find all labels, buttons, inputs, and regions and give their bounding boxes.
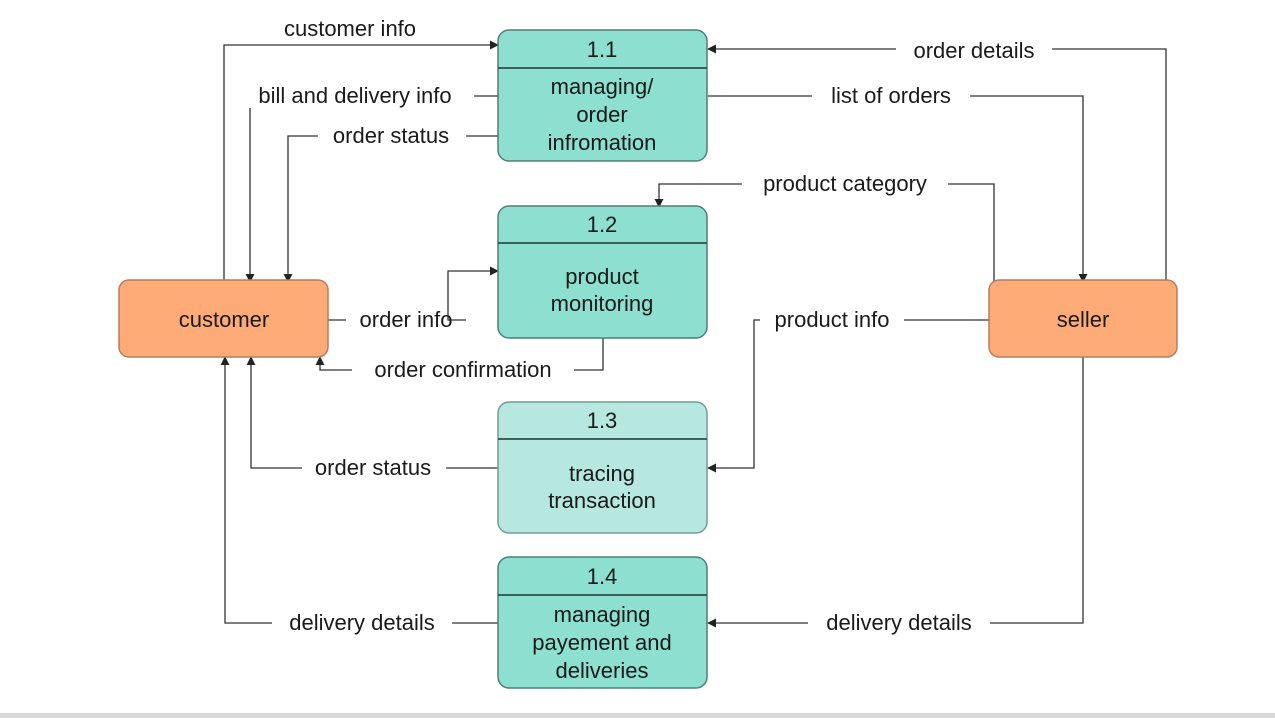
flow-line-order-confirmation — [574, 338, 604, 371]
process-1-1-line-1: managing/ — [551, 74, 655, 99]
process-1-3-line-1: tracing — [569, 461, 635, 486]
process-1-4-line-1: managing — [554, 602, 651, 627]
process-1-1-line-2: order — [576, 102, 627, 127]
flow-line-customer-info — [223, 40, 499, 282]
flow-label-delivery-details-seller: delivery details — [826, 610, 972, 635]
entity-customer-label: customer — [179, 307, 269, 332]
process-1-4: 1.4 managing payement and deliveries — [497, 556, 708, 689]
entity-seller: seller — [988, 279, 1178, 358]
flow-label-bill-delivery-info: bill and delivery info — [258, 83, 451, 108]
flow-label-order-info: order info — [360, 307, 453, 332]
flow-line-list-of-orders-down — [970, 95, 1088, 283]
flow-label-order-confirmation: order confirmation — [374, 357, 551, 382]
flow-label-customer-info: customer info — [284, 16, 416, 41]
flow-line-product-category-arrow — [654, 183, 742, 208]
process-1-2-box — [497, 205, 708, 339]
process-1-2-line-2: monitoring — [551, 291, 654, 316]
process-1-3-box — [497, 401, 708, 534]
process-1-1-box — [497, 29, 708, 162]
process-1-1-number: 1.1 — [587, 37, 618, 62]
process-1-3-line-2: transaction — [548, 488, 656, 513]
process-1-1: 1.1 managing/ order infromation — [497, 29, 708, 162]
process-1-4-box — [497, 556, 708, 689]
entity-seller-label: seller — [1057, 307, 1110, 332]
flow-line-order-confirmation-arrow — [315, 356, 352, 371]
flow-label-product-category: product category — [763, 171, 927, 196]
process-1-1-line-3: infromation — [548, 130, 657, 155]
flow-line-order-status-1-down — [283, 135, 318, 283]
process-1-4-number: 1.4 — [587, 564, 618, 589]
flow-line-order-status-2-arrow — [246, 356, 302, 469]
entity-seller-box — [988, 279, 1178, 358]
flow-label-order-details: order details — [913, 38, 1034, 63]
flow-line-order-info-arrow — [447, 266, 499, 321]
bottom-divider — [0, 713, 1275, 718]
process-1-3-number: 1.3 — [587, 408, 618, 433]
process-1-3: 1.3 tracing transaction — [497, 401, 708, 534]
process-1-2: 1.2 product monitoring — [497, 205, 708, 339]
process-1-2-line-1: product — [565, 264, 638, 289]
flow-line-product-category — [948, 183, 995, 282]
entity-customer: customer — [118, 279, 329, 358]
process-1-4-line-2: payement and — [532, 630, 671, 655]
flow-line-product-info-arrow — [707, 319, 760, 473]
flow-line-delivery-details-customer-arrow — [220, 356, 272, 624]
flow-label-product-info: product info — [775, 307, 890, 332]
process-1-2-number: 1.2 — [587, 212, 618, 237]
flow-line-delivery-details-seller — [990, 357, 1084, 624]
flow-label-order-status-2: order status — [315, 455, 431, 480]
entity-customer-box — [118, 279, 329, 358]
flow-label-delivery-details-customer: delivery details — [289, 610, 435, 635]
flow-label-order-status: order status — [333, 123, 449, 148]
flow-label-list-of-orders: list of orders — [831, 83, 951, 108]
flow-line-order-details — [1052, 48, 1167, 282]
process-1-4-line-3: deliveries — [556, 658, 649, 683]
